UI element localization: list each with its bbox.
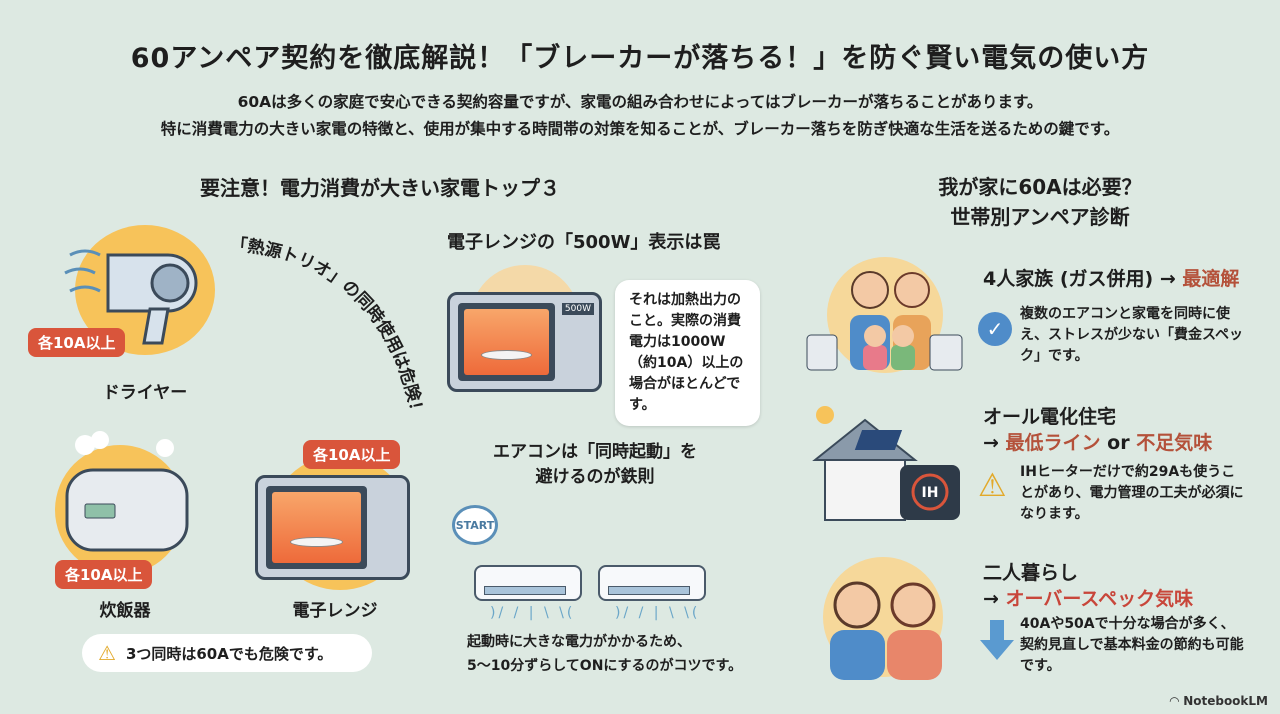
rice-cooker-label: 炊飯器 — [99, 601, 151, 621]
ac-text-line-1: 起動時に大きな電力がかかるため、 — [467, 634, 691, 650]
case-3-text: 40Aや50Aで十分な場合が多く、契約見直しで基本料金の節約も可能です。 — [1020, 616, 1244, 674]
case-3-verdict: オーバースペック気味 — [1005, 588, 1194, 610]
case-2-title-text: オール電化住宅 — [983, 406, 1117, 428]
check-icon: ✓ — [978, 312, 1012, 346]
ac-text: 起動時に大きな電力がかかるため、 5〜10分ずらしてONにするのがコツです。 — [467, 630, 742, 678]
dryer-label: ドライヤー — [102, 383, 188, 403]
air-conditioner-icon — [598, 565, 706, 601]
microwave-500w-icon: 500W — [447, 292, 602, 392]
airflow-icon: )/ / | \ \( — [490, 605, 576, 621]
ac-heading-line-1: エアコンは「同時起動」を — [493, 442, 697, 462]
case-3-title-text: 二人暮らし — [983, 562, 1079, 584]
rice-cooker-icon — [65, 431, 189, 552]
case-2-verdict-2: 不足気味 — [1136, 432, 1213, 454]
start-bubble: START — [452, 505, 498, 545]
couple-illustration — [823, 557, 943, 680]
warning-icon: ⚠ — [98, 641, 116, 665]
hair-dryer-icon — [64, 249, 198, 345]
case-1-title-text: 4人家族 (ガス併用) → — [983, 268, 1183, 290]
arrow: → — [983, 588, 1006, 610]
airflow-icon: )/ / | \ \( — [615, 605, 701, 621]
right-heading-line-1: 我が家に60Aは必要？ — [938, 175, 1142, 199]
microwave-bubble: それは加熱出力のこと。実際の消費電力は1000W（約10A）以上の場合がほとんど… — [615, 280, 760, 426]
subtitle-line-1: 60Aは多くの家庭で安心できる契約容量ですが、家電の組み合わせによってはブレーカ… — [237, 93, 1043, 111]
rice-cooker-badge: 各10A以上 — [55, 560, 153, 589]
page-title: 60アンペア契約を徹底解説！「ブレーカーが落ちる！」を防ぐ賢い電気の使い方 — [130, 43, 1150, 74]
ac-text-line-2: 5〜10分ずらしてONにするのがコツです。 — [467, 658, 743, 674]
air-conditioner-icon — [474, 565, 582, 601]
subtitle-line-2: 特に消費電力の大きい家電の特徴と、使用が集中する時間帯の対策を知ることが、ブレー… — [160, 120, 1120, 138]
curved-warning-text: 「熱源トリオ」の同時使用は危険！ — [230, 234, 428, 420]
family-illustration — [806, 257, 963, 373]
case-1-text: 複数のエアコンと家電を同時に使え、ストレスが少ない「費金スペック」です。 — [1020, 306, 1244, 364]
microwave-badge: 各10A以上 — [303, 440, 401, 469]
svg-text:「熱源トリオ」の同時使用は危険！: 「熱源トリオ」の同時使用は危険！ — [230, 234, 428, 420]
warning-text: 3つ同時は60Aでも危険です。 — [125, 644, 333, 663]
microwave-icon — [255, 475, 410, 580]
case-2-verdict: 最低ライン — [1005, 432, 1101, 454]
microwave-label: 電子レンジ — [292, 601, 378, 621]
or-text: or — [1100, 432, 1137, 454]
case-2-title: オール電化住宅 → 最低ライン or 不足気味 — [983, 404, 1212, 456]
microwave-heading: 電子レンジの「500W」表示は罠 — [447, 232, 721, 253]
case-1-title: 4人家族 (ガス併用) → 最適解 — [983, 266, 1239, 292]
brand-text: NotebookLM — [1183, 694, 1268, 708]
ac-heading-line-2: 避けるのが鉄則 — [535, 467, 655, 487]
case-2-text: IHヒーターだけで約29Aも使うことがあり、電力管理の工夫が必須になります。 — [1020, 464, 1244, 522]
warning-pill: ⚠ 3つ同時は60Aでも危険です。 — [82, 634, 372, 672]
dryer-badge: 各10A以上 — [28, 328, 126, 357]
case-1-verdict: 最適解 — [1182, 268, 1240, 290]
all-electric-house-illustration: IH — [812, 406, 960, 521]
right-heading: 我が家に60Aは必要？ 世帯別アンペア診断 — [860, 172, 1220, 232]
microwave-display: 500W — [561, 303, 594, 315]
arrow: → — [983, 432, 1006, 454]
notebooklm-logo: ◠ NotebookLM — [1169, 694, 1268, 708]
arrow-down-icon — [980, 620, 1014, 660]
case-3-title: 二人暮らし → オーバースペック気味 — [983, 560, 1193, 612]
ih-label: IH — [922, 485, 939, 501]
right-heading-line-2: 世帯別アンペア診断 — [950, 205, 1130, 229]
ac-heading: エアコンは「同時起動」を 避けるのが鉄則 — [455, 440, 735, 490]
warning-icon: ⚠ — [978, 466, 1007, 504]
left-heading: 要注意！電力消費が大きい家電トップ３ — [200, 176, 560, 200]
